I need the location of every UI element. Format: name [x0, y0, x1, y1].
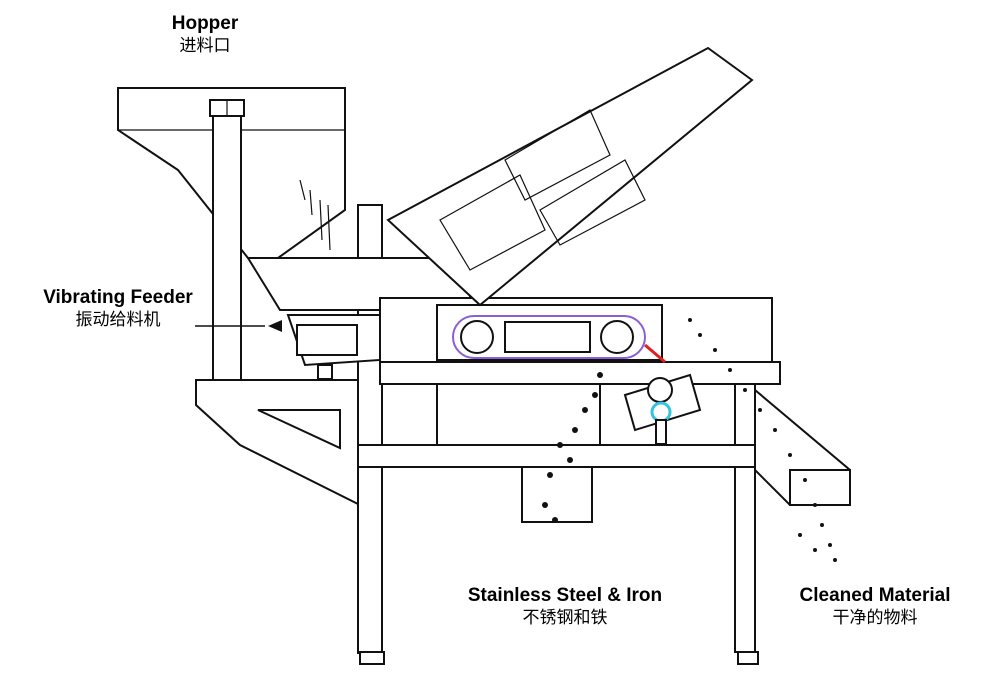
belt-housing [379, 297, 773, 364]
clean-label: Cleaned Material 干净的物料 [780, 584, 970, 629]
cover-panel [386, 46, 754, 307]
clean-label-zh: 干净的物料 [832, 607, 918, 628]
material-stream [688, 318, 837, 562]
hopper-label-en: Hopper [171, 13, 239, 34]
steel-label-en: Stainless Steel & Iron [467, 585, 663, 606]
deflector-assembly [623, 373, 702, 445]
steel-chute [436, 383, 601, 523]
steel-label: Stainless Steel & Iron 不锈钢和铁 [440, 584, 690, 629]
feeder-label-en: Vibrating Feeder [43, 287, 193, 308]
feeder-arrow-icon [195, 320, 282, 332]
feeder-label-zh: 振动给料机 [75, 309, 161, 330]
clean-chute [754, 387, 851, 506]
hopper [117, 87, 346, 385]
hopper-label: Hopper 进料口 [165, 12, 245, 57]
steel-label-zh: 不锈钢和铁 [522, 607, 608, 628]
feeder-label: Vibrating Feeder 振动给料机 [28, 286, 208, 331]
hopper-label-zh: 进料口 [179, 35, 231, 56]
nail-icon [542, 372, 603, 523]
clean-label-en: Cleaned Material [799, 585, 951, 606]
